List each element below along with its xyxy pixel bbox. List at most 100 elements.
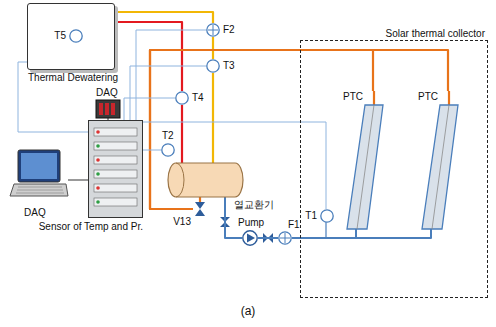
sensor-wire <box>130 66 206 120</box>
daq-slot <box>111 103 115 115</box>
node-label: Solar thermal collector <box>386 28 485 39</box>
valve-symbol: V13 <box>193 202 207 216</box>
breaker-row <box>94 142 137 150</box>
collector-riser <box>373 91 375 105</box>
collector-outlet-pipe <box>199 197 201 202</box>
temperature-sensor: T1 <box>320 209 334 223</box>
node-label: PTC <box>343 91 363 102</box>
breaker-row <box>94 128 137 136</box>
panel-body <box>89 121 143 218</box>
pump-casing <box>243 231 257 245</box>
ptc-collector: PTC <box>416 91 461 229</box>
node-label: T2 <box>162 130 174 141</box>
laptop-base <box>10 184 68 196</box>
sensor-circle <box>207 24 219 36</box>
laptop-screen <box>18 150 60 182</box>
node-label: 열교환기 <box>234 199 274 210</box>
node-label: PTC <box>418 91 438 102</box>
node-label: F2 <box>223 24 235 35</box>
sensor-wire <box>143 122 326 209</box>
data-cable <box>68 179 88 180</box>
collector-panel <box>347 105 383 229</box>
daq-body <box>96 100 120 118</box>
hot-pipe <box>181 105 183 163</box>
sensor-circle <box>321 210 333 222</box>
supply-pipe <box>258 237 278 239</box>
temperature-sensor-outline <box>175 91 189 105</box>
sensor-circle <box>70 30 82 42</box>
sensor-wire <box>124 98 175 120</box>
collector-panel <box>422 105 458 229</box>
collector-outlet-pipe <box>150 50 448 209</box>
sensor-circle <box>207 60 219 72</box>
daq-slot <box>105 103 109 115</box>
return-pipe <box>212 37 214 59</box>
sensor-wire <box>136 30 206 120</box>
node-label: T4 <box>192 92 204 103</box>
node-label: F1 <box>288 219 300 230</box>
sensor-circle <box>176 92 188 104</box>
daq-module: DAQ <box>96 100 120 118</box>
temperature-sensor-outline <box>69 29 83 43</box>
indicator-lamp <box>96 130 100 134</box>
absorber-tube <box>357 105 374 229</box>
node-label: T5 <box>54 30 66 41</box>
daq-slot <box>99 103 103 115</box>
ptc-collector: PTC <box>341 91 386 229</box>
breaker-row <box>94 170 137 178</box>
control-panel: Sensor of Temp and Pr. <box>88 120 143 218</box>
heat-exchanger-tank-outline <box>168 163 243 197</box>
temperature-sensor: T5 <box>69 29 83 43</box>
node-label: Pump <box>238 217 264 228</box>
flow-sensor-outline <box>206 23 220 37</box>
figure-caption: (a) <box>0 304 496 318</box>
keyboard-row <box>16 193 64 194</box>
ptc-collector-outline <box>416 91 461 229</box>
return-pipe <box>212 73 214 163</box>
flow-sensor: F2 <box>206 23 220 37</box>
temperature-sensor: T2 <box>161 143 175 157</box>
flow-mark <box>285 233 286 243</box>
indicator-lamp <box>96 200 100 204</box>
breaker-row <box>94 156 137 164</box>
laptop-icon-outline <box>8 150 68 205</box>
node-label: DAQ <box>24 207 46 218</box>
breaker-row <box>94 198 137 206</box>
pump-impeller <box>247 234 255 243</box>
flow-sensor: F1 <box>278 231 292 245</box>
keyboard-row <box>17 190 63 191</box>
node-label: DAQ <box>96 87 118 98</box>
temperature-sensor-outline <box>206 59 220 73</box>
sensor-stub <box>325 222 326 238</box>
temperature-sensor: T4 <box>175 91 189 105</box>
flow-mark <box>213 25 214 35</box>
ptc-collector-outline <box>341 91 386 229</box>
collector-outlet-pipe <box>150 50 373 209</box>
tank-end <box>176 163 184 197</box>
laptop-icon: DAQ <box>8 150 68 205</box>
collector-riser <box>448 91 450 105</box>
sensor-wire <box>143 150 161 151</box>
valve-half <box>195 209 205 216</box>
valve-symbol-outline <box>193 202 207 216</box>
temperature-sensor: T3 <box>206 59 220 73</box>
node-label: T3 <box>223 60 235 71</box>
tank-body <box>168 163 243 197</box>
laptop-display <box>21 153 57 179</box>
pump-symbol-outline <box>242 230 258 246</box>
indicator-lamp <box>96 144 100 148</box>
valve-half <box>195 202 205 209</box>
temperature-sensor-outline <box>161 143 175 157</box>
supply-pipe <box>292 229 356 238</box>
node-label: V13 <box>173 216 191 227</box>
flow-sensor-outline <box>278 231 292 245</box>
absorber-tube <box>432 105 449 229</box>
pump-symbol: Pump <box>242 230 258 246</box>
node-label: Thermal Dewatering <box>28 72 118 83</box>
heat-exchanger-tank: 열교환기 <box>168 163 243 197</box>
hot-pipe <box>115 22 182 91</box>
temperature-sensor-outline <box>320 209 334 223</box>
supply-pipe <box>292 229 431 238</box>
daq-module-outline <box>96 100 120 118</box>
